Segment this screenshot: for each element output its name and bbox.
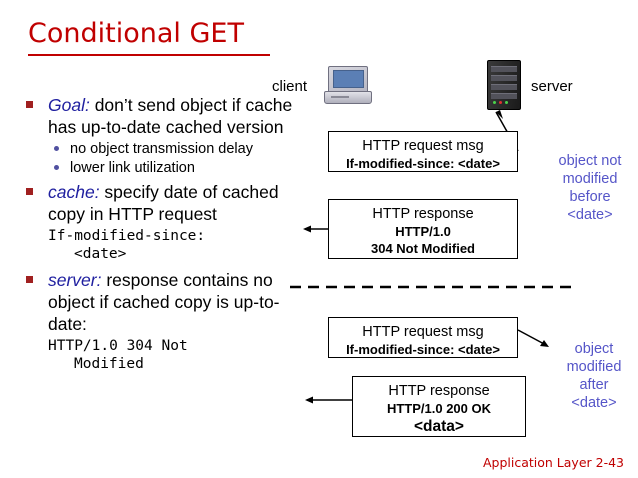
bullet-server: server: response contains no object if c… bbox=[22, 269, 297, 335]
server-rack-icon bbox=[487, 60, 521, 110]
dot-bullet-icon bbox=[54, 146, 59, 151]
page-title: Conditional GET bbox=[28, 18, 244, 49]
message-line-2: If-modified-since: <date> bbox=[346, 342, 500, 357]
server-slot bbox=[491, 75, 517, 81]
bullet-server-lead: server: bbox=[48, 270, 102, 290]
sub-bullet-lower-link-utilization: lower link utilization bbox=[22, 159, 297, 177]
server-led-green bbox=[493, 101, 496, 104]
annotation-object-modified: object modified after <date> bbox=[566, 341, 622, 411]
message-line-1: HTTP request msg bbox=[362, 138, 484, 154]
client-computer-icon bbox=[324, 66, 372, 106]
client-label: client bbox=[272, 78, 308, 95]
server-led-green bbox=[505, 101, 508, 104]
message-box-request-1: HTTP request msg If-modified-since: <dat… bbox=[328, 131, 518, 172]
computer-base bbox=[324, 91, 372, 104]
message-line-3: <data> bbox=[414, 418, 464, 435]
title-underline bbox=[28, 54, 270, 56]
bullet-cache-text: specify date of cached copy in HTTP requ… bbox=[48, 182, 279, 224]
message-line-1: HTTP request msg bbox=[362, 324, 484, 340]
message-box-response-1: HTTP response HTTP/1.0 304 Not Modified bbox=[328, 199, 518, 259]
sub-bullet-label: no object transmission delay bbox=[70, 141, 253, 157]
bullet-server-text: response contains no object if cached co… bbox=[48, 270, 280, 334]
annotation-object-not-modified: object not modified before <date> bbox=[558, 153, 622, 223]
message-box-response-2: HTTP response HTTP/1.0 200 OK <data> bbox=[352, 376, 526, 437]
square-bullet-icon bbox=[26, 276, 33, 283]
cache-code-line1: If-modified-since: bbox=[48, 228, 206, 244]
bullet-cache: cache: specify date of cached copy in HT… bbox=[22, 181, 297, 225]
server-code-block: HTTP/1.0 304 Not Modified bbox=[22, 337, 297, 373]
cache-code-block: If-modified-since: <date> bbox=[22, 227, 297, 263]
cache-code-line2: <date> bbox=[74, 246, 127, 262]
server-slot bbox=[491, 93, 517, 99]
message-line-3: 304 Not Modified bbox=[370, 241, 475, 256]
message-line-2: HTTP/1.0 200 OK bbox=[386, 401, 492, 416]
message-box-request-2: HTTP request msg If-modified-since: <dat… bbox=[328, 317, 518, 358]
message-line-1: HTTP response bbox=[372, 206, 474, 222]
sub-bullet-label: lower link utilization bbox=[70, 160, 195, 176]
message-line-1: HTTP response bbox=[388, 383, 490, 399]
server-label: server bbox=[531, 78, 573, 95]
bullet-goal-text: don’t send object if cache has up-to-dat… bbox=[48, 95, 293, 137]
server-slot bbox=[491, 66, 517, 72]
sub-bullet-no-object-transmission: no object transmission delay bbox=[22, 140, 297, 158]
square-bullet-icon bbox=[26, 101, 33, 108]
dot-bullet-icon bbox=[54, 165, 59, 170]
bullet-goal: Goal: don’t send object if cache has up-… bbox=[22, 94, 297, 138]
monitor-icon bbox=[328, 66, 368, 93]
drive-slot bbox=[331, 96, 349, 98]
bullet-list: Goal: don’t send object if cache has up-… bbox=[22, 94, 297, 373]
server-code-line1: HTTP/1.0 304 Not bbox=[48, 338, 188, 354]
server-led-red bbox=[499, 101, 502, 104]
square-bullet-icon bbox=[26, 188, 33, 195]
server-code-line2: Modified bbox=[74, 356, 144, 372]
message-line-2: HTTP/1.0 bbox=[395, 224, 451, 239]
bullet-cache-lead: cache: bbox=[48, 182, 100, 202]
bullet-goal-lead: Goal: bbox=[48, 95, 90, 115]
slide-footer: Application Layer 2-43 bbox=[482, 455, 624, 470]
monitor-screen bbox=[333, 70, 364, 88]
message-line-2: If-modified-since: <date> bbox=[346, 156, 500, 171]
server-slot bbox=[491, 84, 517, 90]
